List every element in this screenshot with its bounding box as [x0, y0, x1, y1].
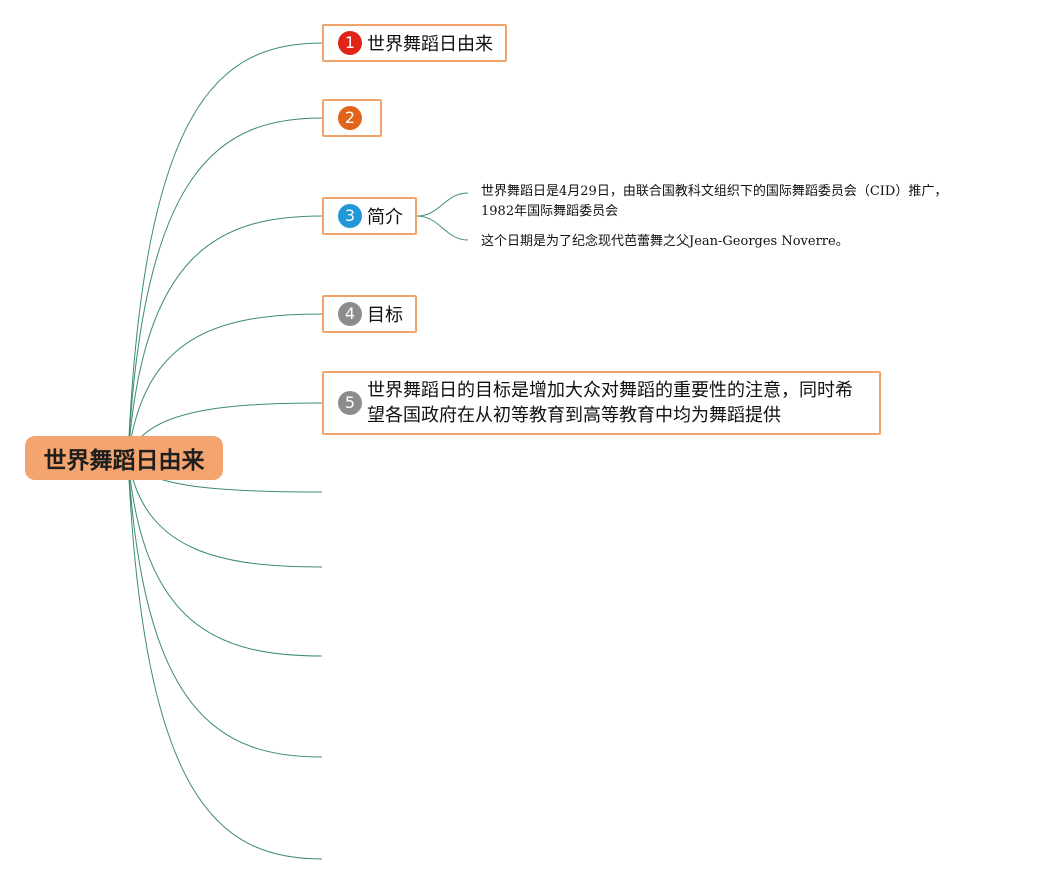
topic-2[interactable]: 2	[322, 99, 382, 137]
empty-branch-line-5	[127, 457, 323, 860]
priority-4-icon: 4	[338, 302, 362, 326]
topic-3-label: 简介	[367, 207, 403, 228]
central-topic[interactable]: 世界舞蹈日由来	[25, 436, 223, 480]
empty-branch-line-2	[127, 457, 323, 568]
branch-line-2	[127, 117, 323, 459]
empty-branch-line-3	[127, 457, 323, 657]
priority-3-icon: 3	[338, 204, 362, 228]
topic-5-label: 世界舞蹈日的目标是增加大众对舞蹈的重要性的注意，同时希望各国政府在从初等教育到高…	[367, 380, 853, 426]
topic-1-label: 世界舞蹈日由来	[367, 34, 493, 55]
topic-4-label: 目标	[367, 305, 403, 326]
intro-branch-line-1	[416, 192, 469, 217]
topic-3[interactable]: 3 简介	[322, 197, 417, 235]
intro-subtopic-2-line-1: 这个日期是为了纪念现代芭蕾舞之父Jean-Georges Noverre。	[481, 234, 849, 249]
branch-line-3	[127, 215, 323, 459]
topic-4[interactable]: 4 目标	[322, 295, 417, 333]
priority-5-icon: 5	[338, 391, 362, 415]
empty-branch-line-4	[127, 457, 323, 758]
topic-1[interactable]: 1 世界舞蹈日由来	[322, 24, 507, 62]
priority-2-icon: 2	[338, 106, 362, 130]
intro-subtopic-1[interactable]: 世界舞蹈日是4月29日，由联合国教科文组织下的国际舞蹈委员会（CID）推广， 1…	[481, 182, 947, 222]
intro-subtopic-1-line-2: 1982年国际舞蹈委员会	[481, 204, 619, 219]
priority-1-icon: 1	[338, 31, 362, 55]
central-topic-label: 世界舞蹈日由来	[43, 448, 205, 474]
intro-subtopic-1-line-1: 世界舞蹈日是4月29日，由联合国教科文组织下的国际舞蹈委员会（CID）推广，	[481, 184, 948, 199]
branch-line-4	[127, 313, 323, 459]
intro-branch-line-2	[416, 215, 469, 241]
topic-5[interactable]: 5 世界舞蹈日的目标是增加大众对舞蹈的重要性的注意，同时希望各国政府在从初等教育…	[322, 371, 881, 435]
branch-line-1	[127, 42, 323, 459]
intro-subtopic-2[interactable]: 这个日期是为了纪念现代芭蕾舞之父Jean-Georges Noverre。	[481, 232, 849, 252]
